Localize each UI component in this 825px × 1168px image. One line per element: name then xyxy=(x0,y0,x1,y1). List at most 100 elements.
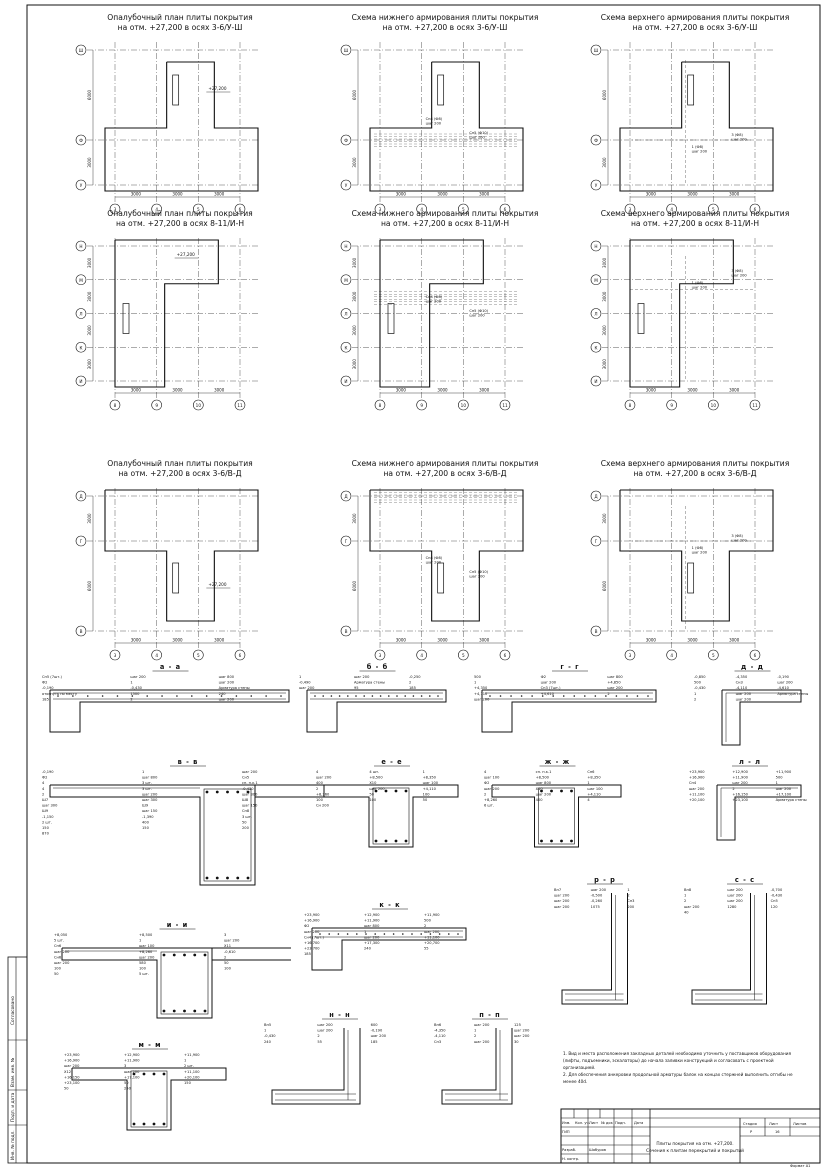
section-annotation: 4 xyxy=(42,781,45,785)
axis-bubble xyxy=(666,399,677,411)
section-annotation: Сн3 xyxy=(627,899,634,903)
rebar-dot xyxy=(236,876,240,880)
section-annotation: 1 xyxy=(139,939,141,943)
section-annotation: +11,100 xyxy=(424,935,440,939)
section-annotation: +23,100 xyxy=(64,1081,80,1085)
rebar-dot xyxy=(215,876,219,880)
section-annotation: отогнуть по месту xyxy=(42,692,78,696)
axis-bubble xyxy=(75,179,87,191)
section-annotation: шаг 200 xyxy=(124,1070,140,1074)
axis-bubble xyxy=(75,490,87,502)
section-annotation: шаг 200 xyxy=(219,681,235,685)
rebar-dot xyxy=(205,695,208,697)
section-annotation: +8,500 xyxy=(536,776,550,780)
axis-bubble xyxy=(666,649,677,661)
plan-view: Схема нижнего армирования плиты покрытия… xyxy=(340,13,539,215)
rebar-dot xyxy=(330,695,333,697)
section-annotation: 3 шт. xyxy=(142,781,152,785)
axis-bubble xyxy=(499,649,511,661)
axis-bubble xyxy=(193,203,204,215)
rebar-dot xyxy=(356,933,358,935)
dimension-value: 3000 xyxy=(687,638,698,643)
rebar-label: шаг 200 xyxy=(731,138,747,142)
axis-label: 4 xyxy=(420,207,423,212)
section-annotation: шаг 800 xyxy=(142,776,158,780)
section-annotation: -4,350 xyxy=(434,1029,446,1033)
section-k: к - к+23,900+12,900+11,900+16,900+11,900… xyxy=(304,901,467,971)
plan-subtitle: на отм. +27,200 в осях 3-6/В-Д xyxy=(118,469,241,478)
axis-bubble xyxy=(151,649,162,661)
rebar-label: Сн5 (Ф10) xyxy=(469,570,488,574)
plan-subtitle: на отм. +27,200 в осях 3-6/У-Ш xyxy=(118,23,243,32)
section-annotation: 185 xyxy=(409,686,416,690)
section-annotation: шаг 300 xyxy=(142,798,158,802)
rebar-dot xyxy=(172,1009,176,1013)
section-annotation: шаг 200 xyxy=(142,792,158,796)
axis-label: Г xyxy=(80,539,83,544)
section-annotation: -0,430 xyxy=(242,787,254,791)
dimension-value: 3000 xyxy=(396,638,407,643)
axis-bubble xyxy=(590,44,602,56)
title-block: Изм. Кол. уч. Лист № док Подп. Дата ГИП … xyxy=(560,1108,821,1168)
slab-opening xyxy=(637,303,645,334)
section-annotation: шаг 200 xyxy=(554,905,570,909)
dimension-value: 3000 xyxy=(172,638,183,643)
section-annotation: шаг 200 xyxy=(736,692,752,696)
axis-label: 8 xyxy=(629,403,632,408)
axis-label: 5 xyxy=(462,207,465,212)
section-annotation: +12,900 xyxy=(732,770,748,774)
sheet-frame xyxy=(26,4,821,1164)
section-annotation: 400 xyxy=(142,820,150,824)
rebar-label: шаг 200 xyxy=(469,313,485,317)
axis-label: 5 xyxy=(197,207,200,212)
dimension-value: 3000 xyxy=(352,157,357,168)
section-annotation: 50 xyxy=(224,961,229,965)
rebar-dot xyxy=(605,695,607,697)
section-annotation: Сн6 xyxy=(54,955,62,959)
section-annotation: шаг 200 xyxy=(224,939,240,943)
axis-label: 10 xyxy=(711,403,717,408)
section-annotation: +8,260 xyxy=(316,792,330,796)
plan-subtitle: на отм. +27,200 в осях 8-11/И-Н xyxy=(381,219,509,228)
section-annotation: 600 xyxy=(371,1023,379,1027)
rebar-dot xyxy=(584,695,586,697)
rebar-label: Сн4 (Ф8) xyxy=(426,556,443,560)
axis-bubble xyxy=(193,649,204,661)
axis-bubble xyxy=(666,203,677,215)
section-annotation: Сн 200 xyxy=(316,804,330,808)
axis-label: 9 xyxy=(420,403,423,408)
section-annotation: 1 xyxy=(776,781,778,785)
axis-bubble xyxy=(340,179,352,191)
section-annotation: 1 xyxy=(184,1059,186,1063)
section-annotation: 3 шт. xyxy=(242,815,252,819)
plan-title: Схема нижнего армирования плиты покрытия xyxy=(352,13,539,22)
section-annotation: 1 xyxy=(142,770,144,774)
dimension-value: 3000 xyxy=(214,638,225,643)
rebar-dot xyxy=(355,695,357,697)
axis-bubble xyxy=(340,274,352,286)
section-annotation: 250 xyxy=(124,1087,132,1091)
rebar-dot xyxy=(404,695,407,697)
rebar-dot xyxy=(152,1122,156,1126)
rebar-dot xyxy=(131,695,134,697)
dimension-value: 3000 xyxy=(87,157,92,168)
rebar-dot xyxy=(384,839,388,843)
section-annotation: шаг 200 xyxy=(54,961,70,965)
dimension-value: 3000 xyxy=(131,638,142,643)
axis-label: 10 xyxy=(196,403,202,408)
rebar-dot xyxy=(499,695,502,697)
plan-title: Схема верхнего армирования плиты покрыти… xyxy=(601,209,790,218)
plan-view: Схема верхнего армирования плиты покрыти… xyxy=(590,13,789,215)
axis-label: У xyxy=(595,183,598,188)
section-annotation: +17,100 xyxy=(776,792,792,796)
slab-opening xyxy=(172,74,180,106)
section-annotation: 2 xyxy=(694,697,696,701)
axis-label: 6 xyxy=(754,653,757,658)
section-title: с - с xyxy=(735,876,755,884)
axis-label: 3 xyxy=(379,207,382,212)
section-annotation: +11,900 xyxy=(732,776,748,780)
section-annotation: Ш7 xyxy=(42,798,48,802)
section-annotation: Сн6 xyxy=(54,944,62,948)
